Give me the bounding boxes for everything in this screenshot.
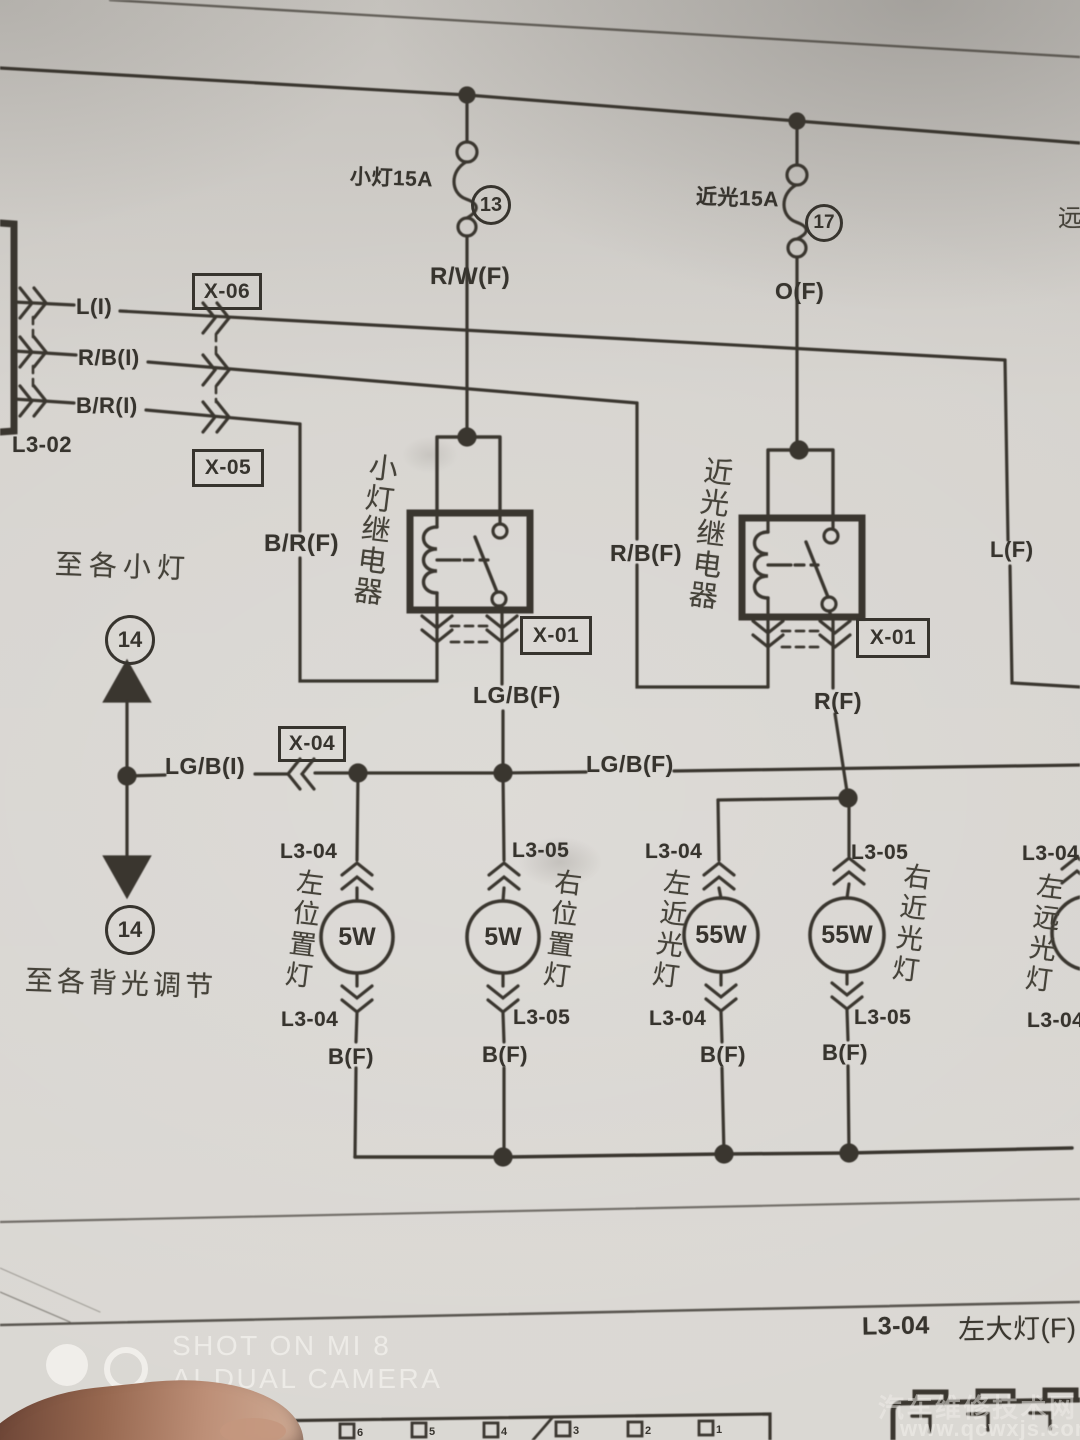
pin-number: 5 bbox=[429, 1426, 436, 1438]
left-connector-box bbox=[0, 219, 18, 436]
site-watermark-name: 汽车维修技术网 bbox=[878, 1393, 1078, 1423]
headlamp-connector-drawing bbox=[890, 1387, 1080, 1440]
site-watermark-url: www.qcwxjs.com bbox=[900, 1416, 1080, 1440]
right-edge-partial-label: 远 bbox=[1058, 205, 1080, 232]
bulb4-bottom-code: L3-05 bbox=[854, 1006, 912, 1029]
ground-bus bbox=[353, 1143, 1074, 1167]
bus-lgb-i-label: LG/B(I) bbox=[165, 753, 246, 779]
pin-number: 4 bbox=[501, 1426, 508, 1438]
connector-x05: X-05 bbox=[192, 449, 264, 487]
fuse-small-lamp-number: 13 bbox=[471, 185, 511, 225]
connector-x01-right: X-01 bbox=[856, 618, 930, 658]
bulb-left-position bbox=[319, 771, 395, 1159]
finger-tip bbox=[220, 1418, 286, 1440]
wire-rb-f-label: R/B(F) bbox=[610, 540, 682, 566]
bulb4-top-code: L3-05 bbox=[851, 841, 909, 864]
wire-l-f-label: L(F) bbox=[990, 537, 1034, 562]
bulb2-wattage: 5W bbox=[484, 923, 522, 951]
bulb-right-position bbox=[465, 771, 541, 1159]
pin-number: 3 bbox=[573, 1425, 580, 1437]
bulb2-bottom-code: L3-05 bbox=[513, 1006, 571, 1029]
wire-rb-i-label: R/B(I) bbox=[78, 345, 140, 370]
bulb3-bottom-code: L3-04 bbox=[649, 1007, 707, 1030]
branch-down-label: 至各背光调节 bbox=[24, 964, 218, 1003]
bulb2-ground-label: B(F) bbox=[482, 1042, 528, 1067]
pin-number: 1 bbox=[716, 1424, 723, 1436]
bulb2-top-code: L3-05 bbox=[512, 839, 570, 862]
connector-l3-02-label: L3-02 bbox=[12, 432, 72, 457]
branch-up-circle: 14 bbox=[105, 615, 155, 665]
wire-br-f-label: B/R(F) bbox=[264, 530, 339, 557]
wire-rw-f-label: R/W(F) bbox=[430, 263, 511, 290]
bulb-left-low-beam bbox=[682, 798, 760, 1156]
bulb-left-high-beam-partial bbox=[1050, 855, 1080, 971]
left-harness-wires bbox=[12, 286, 1080, 689]
wire-br-i-label: B/R(I) bbox=[76, 393, 138, 418]
bulb3-top-code: L3-04 bbox=[645, 840, 703, 863]
pin-number: 2 bbox=[645, 1425, 652, 1437]
fuse-small-lamp-label: 小灯15A bbox=[349, 165, 434, 192]
low-beam-branch bbox=[716, 788, 858, 808]
wire-o-f-label: O(F) bbox=[775, 278, 825, 304]
bulb5-bottom-code: L3-04 bbox=[1027, 1009, 1080, 1032]
bulb3-wattage: 55W bbox=[695, 921, 747, 949]
bulb4-wattage: 55W bbox=[821, 921, 873, 949]
footer-connector-name: 左大灯(F) bbox=[957, 1312, 1077, 1346]
bulb5-top-code: L3-04 bbox=[1022, 842, 1080, 865]
bulb1-ground-label: B(F) bbox=[328, 1044, 374, 1069]
shot-on-watermark-line1: SHOT ON MI 8 bbox=[172, 1330, 392, 1361]
pin-number: 6 bbox=[357, 1427, 364, 1439]
wire-lgb-f-top-label: LG/B(F) bbox=[473, 682, 561, 708]
watermark-filled-circle-icon bbox=[46, 1344, 88, 1386]
bottom-pin-connector bbox=[261, 1412, 772, 1440]
fuse-low-beam-label: 近光15A bbox=[695, 185, 780, 212]
relay-small-lamp bbox=[406, 427, 534, 775]
connector-x01-left: X-01 bbox=[520, 616, 592, 655]
page-edge-lines bbox=[0, 0, 1080, 1327]
bulb4-ground-label: B(F) bbox=[822, 1040, 868, 1065]
wire-l-i-label: L(I) bbox=[76, 294, 113, 319]
relay-low-beam bbox=[738, 440, 866, 800]
bulb1-bottom-code: L3-04 bbox=[281, 1008, 339, 1031]
bulb1-wattage: 5W bbox=[338, 923, 376, 951]
connector-x04: X-04 bbox=[278, 726, 346, 762]
bulb1-top-code: L3-04 bbox=[280, 840, 338, 863]
branch-arrow-column bbox=[102, 658, 152, 900]
top-feed-bus bbox=[0, 66, 1080, 145]
bulb3-ground-label: B(F) bbox=[700, 1042, 746, 1067]
fuse-low-beam-number: 17 bbox=[805, 204, 843, 242]
bulb-right-low-beam bbox=[808, 796, 886, 1155]
wire-r-f-label: R(F) bbox=[814, 688, 862, 714]
branch-down-circle: 14 bbox=[105, 905, 155, 955]
fuse-symbol-low-beam bbox=[782, 126, 809, 452]
branch-up-label: 至各小灯 bbox=[54, 548, 192, 585]
connector-x06: X-06 bbox=[192, 273, 262, 310]
footer-connector-code: L3-04 bbox=[861, 1311, 931, 1341]
bus-lgb-f-label: LG/B(F) bbox=[586, 751, 674, 777]
